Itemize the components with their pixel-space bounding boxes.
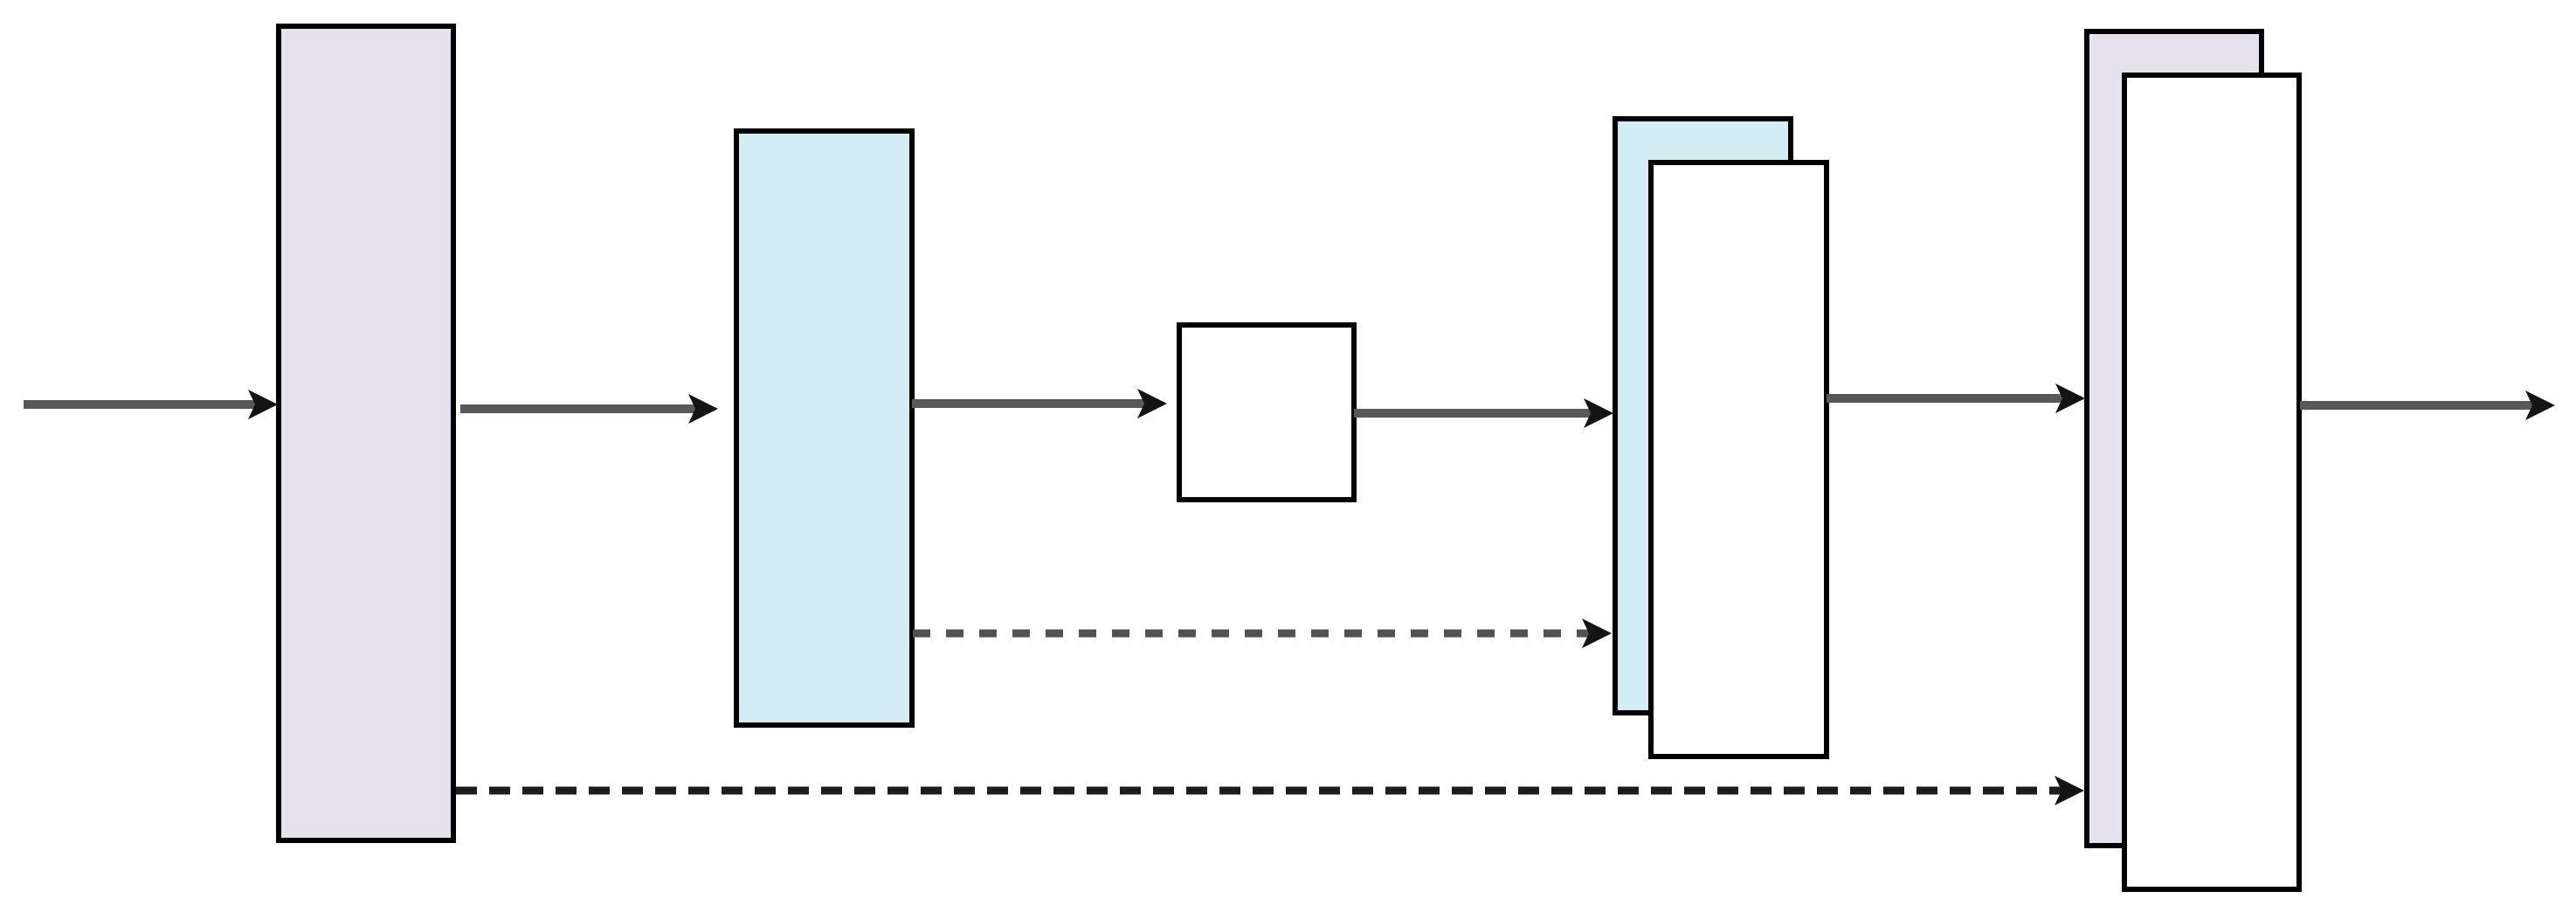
decoder-cyan-front-box — [1648, 160, 1829, 759]
arrow-cyan-to-bottleneck-arrowhead-icon — [1137, 389, 1167, 418]
decoder-lavender-front-box — [2122, 73, 2302, 892]
encoder-cyan-box — [734, 128, 915, 728]
skip-connection-upper-arrowhead-icon — [1582, 618, 1612, 648]
skip-connection-lower-arrowhead-icon — [2055, 776, 2084, 805]
bottleneck-box — [1177, 322, 1357, 502]
arrow-bottleneck-to-cyan-pair-arrowhead-icon — [1584, 398, 1613, 428]
encoder-lavender-box — [276, 24, 456, 843]
input-arrow-arrowhead-icon — [248, 390, 278, 419]
output-arrow-arrowhead-icon — [2525, 390, 2555, 420]
arrow-cyan-pair-to-lavender-pair-arrowhead-icon — [2055, 383, 2085, 413]
arrow-lavender-to-cyan-arrowhead-icon — [688, 394, 718, 424]
